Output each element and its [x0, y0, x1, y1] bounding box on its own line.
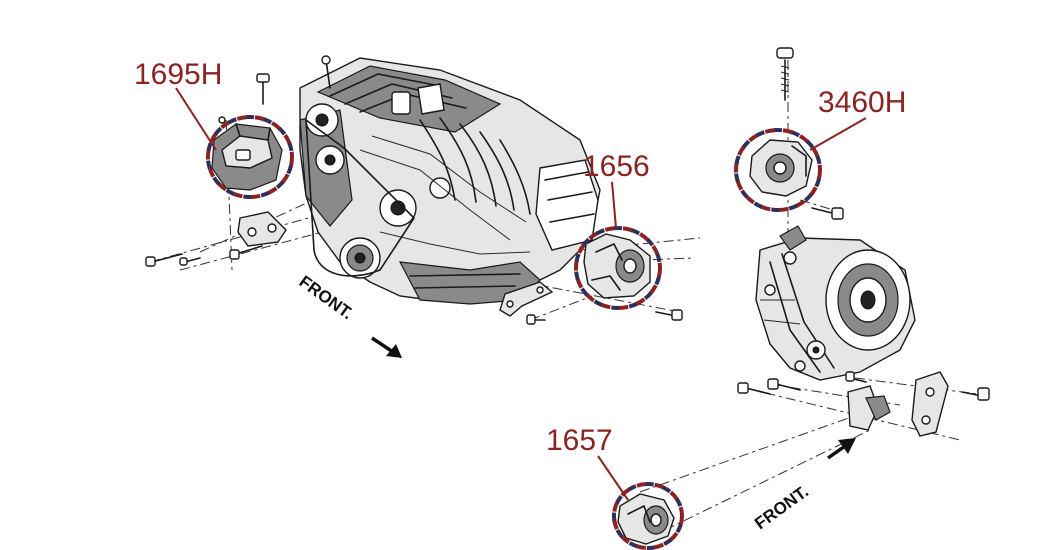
lower-bracket	[737, 371, 990, 437]
callout-3460h: 3460H	[818, 86, 906, 119]
front-indicator-right: FRONT.	[751, 438, 856, 533]
transmission	[755, 225, 916, 381]
callout-1657: 1657	[546, 424, 613, 457]
ring-1657	[612, 482, 684, 550]
front-arrow-left-icon	[371, 336, 402, 358]
mount-1695h	[211, 73, 287, 247]
callout-1695h: 1695H	[134, 58, 222, 91]
front-label-left: FRONT.	[296, 272, 357, 323]
mount-1656	[526, 233, 683, 325]
ring-3460h	[734, 128, 822, 212]
mount-1657	[617, 493, 675, 545]
engine-block	[299, 55, 601, 317]
highlight-rings	[206, 115, 822, 550]
mount-3460h	[749, 47, 844, 220]
callout-1656: 1656	[583, 150, 650, 183]
bolts-left	[145, 116, 263, 267]
front-label-right: FRONT.	[751, 482, 812, 533]
ring-1656	[574, 226, 662, 310]
leader-lines	[175, 87, 867, 501]
ring-1695h	[206, 115, 294, 199]
callout-labels: 1695H 1656 3460H 1657	[134, 58, 906, 457]
front-arrow-right-icon	[826, 438, 856, 460]
